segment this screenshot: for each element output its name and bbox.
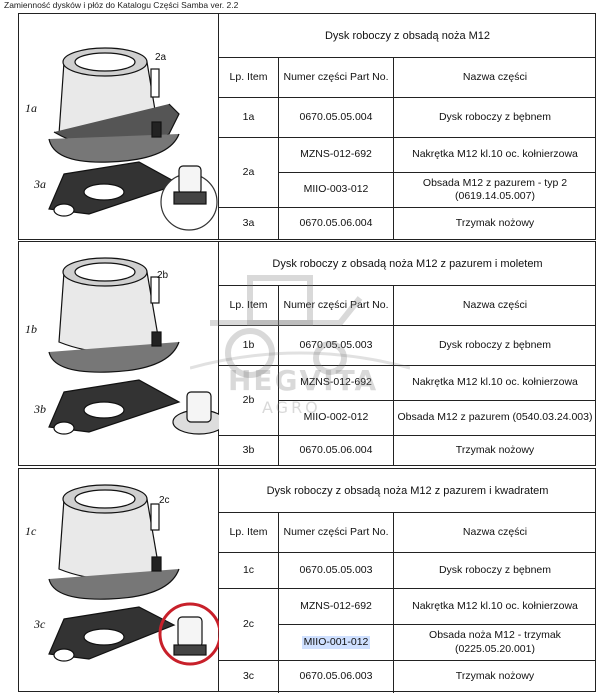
part-no-cell: MIIO-002-012 bbox=[279, 401, 394, 435]
table-title: Dysk roboczy z obsadą noża M12 z pazurem… bbox=[219, 469, 596, 513]
part-no-cell: 0670.05.05.004 bbox=[279, 98, 394, 137]
item-cell: 3c bbox=[219, 661, 279, 693]
part-no-cell-highlighted: MIIO-001-012 bbox=[279, 625, 394, 660]
part-name-cell: Obsada noża M12 - trzymak (0225.05.20.00… bbox=[429, 629, 561, 655]
item-cell: 3a bbox=[219, 208, 279, 240]
col-header-name: Nazwa części bbox=[462, 298, 528, 311]
section-c: 1c 2c 3c Dysk roboczy z obsadą noża M12 … bbox=[18, 468, 596, 693]
label-disc-a: 1a bbox=[25, 101, 37, 115]
part-no-cell: 0670.05.06.004 bbox=[279, 436, 394, 466]
col-header-part-no: Numer części Part No. bbox=[279, 286, 394, 325]
col-header-name: Nazwa części bbox=[462, 525, 528, 538]
illustration-b: 1b 2b 3b bbox=[19, 242, 219, 465]
table-row: 3b 0670.05.06.004 Trzymak nożowy bbox=[219, 436, 596, 466]
part-name-cell: Obsada M12 z pazurem (0540.03.24.003) bbox=[397, 411, 593, 424]
col-header-item: Lp. Item bbox=[219, 286, 279, 325]
item-cell: 1c bbox=[219, 553, 279, 588]
item-cell: 2c bbox=[219, 589, 279, 660]
part-name-cell: Obsada M12 z pazurem - typ 2 (0619.14.05… bbox=[422, 176, 568, 202]
part-name-cell: Nakrętka M12 kl.10 oc. kołnierzowa bbox=[412, 148, 578, 161]
watermark-text-2: AGRO bbox=[262, 398, 321, 417]
table-header-row: Lp. Item Numer części Part No. Nazwa czę… bbox=[219, 58, 596, 98]
label-holder-c: 2c bbox=[159, 495, 170, 506]
table-row: 3c 0670.05.06.003 Trzymak nożowy bbox=[219, 661, 596, 693]
part-no-cell: MZNS-012-692 bbox=[279, 589, 394, 624]
col-header-item: Lp. Item bbox=[219, 58, 279, 97]
label-disc-b: 1b bbox=[25, 322, 37, 336]
table-row: 1b 0670.05.05.003 Dysk roboczy z bębnem bbox=[219, 326, 596, 366]
part-no-cell: MIIO-003-012 bbox=[279, 173, 394, 207]
label-holder-b: 2b bbox=[157, 270, 169, 281]
document-header: Zamienność dysków i płóz do Katalogu Czę… bbox=[4, 0, 239, 10]
section-a: 1a 2a 3a Dysk roboczy z obsadą noża M12 … bbox=[18, 13, 596, 240]
part-name-cell: Dysk roboczy z bębnem bbox=[438, 338, 552, 351]
table-row-group: 2a MZNS-012-692 Nakrętka M12 kl.10 oc. k… bbox=[219, 138, 596, 208]
item-cell: 2b bbox=[219, 366, 279, 435]
table-header-row: Lp. Item Numer części Part No. Nazwa czę… bbox=[219, 513, 596, 553]
part-name-cell: Dysk roboczy z bębnem bbox=[438, 110, 552, 123]
col-header-name: Nazwa części bbox=[462, 70, 528, 83]
table-row: 3a 0670.05.06.004 Trzymak nożowy bbox=[219, 208, 596, 240]
label-knife-a: 3a bbox=[34, 177, 46, 191]
watermark-text-1: HEGVITA bbox=[228, 364, 379, 397]
illustration-c: 1c 2c 3c bbox=[19, 469, 219, 691]
parts-table-c: Dysk roboczy z obsadą noża M12 z pazurem… bbox=[219, 469, 596, 693]
label-holder-a: 2a bbox=[155, 52, 167, 63]
illustration-a: 1a 2a 3a bbox=[19, 14, 219, 239]
label-disc-c: 1c bbox=[25, 524, 37, 538]
highlighted-part-no: MIIO-001-012 bbox=[301, 635, 371, 650]
part-name-cell: Nakrętka M12 kl.10 oc. kołnierzowa bbox=[412, 376, 578, 389]
part-no-cell: 0670.05.05.003 bbox=[279, 553, 394, 588]
item-cell: 1b bbox=[219, 326, 279, 365]
label-knife-b: 3b bbox=[34, 402, 46, 416]
table-row-group: 2c MZNS-012-692 Nakrętka M12 kl.10 oc. k… bbox=[219, 589, 596, 661]
part-name-cell: Trzymak nożowy bbox=[455, 670, 535, 683]
part-no-cell: 0670.05.06.004 bbox=[279, 208, 394, 240]
item-cell: 3b bbox=[219, 436, 279, 466]
parts-table-a: Dysk roboczy z obsadą noża M12 Lp. Item … bbox=[219, 14, 596, 240]
item-cell: 2a bbox=[219, 138, 279, 207]
section-b: 1b 2b 3b Dysk roboczy z obsadą noża M12 … bbox=[18, 241, 596, 466]
table-row: 1a 0670.05.05.004 Dysk roboczy z bębnem bbox=[219, 98, 596, 138]
part-name-cell: Nakrętka M12 kl.10 oc. kołnierzowa bbox=[412, 599, 578, 612]
col-header-item: Lp. Item bbox=[219, 513, 279, 552]
part-no-cell: 0670.05.05.003 bbox=[279, 326, 394, 365]
disc-drawing-c bbox=[48, 484, 219, 666]
col-header-part-no: Numer części Part No. bbox=[279, 513, 394, 552]
table-row: 1c 0670.05.05.003 Dysk roboczy z bębnem bbox=[219, 553, 596, 589]
table-title: Dysk roboczy z obsadą noża M12 bbox=[219, 14, 596, 58]
part-name-cell: Dysk roboczy z bębnem bbox=[438, 563, 552, 576]
part-name-cell: Trzymak nożowy bbox=[455, 444, 535, 457]
label-knife-c: 3c bbox=[34, 617, 46, 631]
parts-table-b: Dysk roboczy z obsadą noża M12 z pazurem… bbox=[219, 242, 596, 466]
table-row-group: 2b MZNS-012-692 Nakrętka M12 kl.10 oc. k… bbox=[219, 366, 596, 436]
part-no-cell: 0670.05.06.003 bbox=[279, 661, 394, 693]
col-header-part-no: Numer części Part No. bbox=[279, 58, 394, 97]
item-cell: 1a bbox=[219, 98, 279, 137]
table-header-row: Lp. Item Numer części Part No. Nazwa czę… bbox=[219, 286, 596, 326]
table-title: Dysk roboczy z obsadą noża M12 z pazurem… bbox=[219, 242, 596, 286]
highlight-circle bbox=[158, 602, 219, 666]
part-name-cell: Trzymak nożowy bbox=[455, 217, 535, 230]
disc-drawing-a bbox=[48, 47, 218, 231]
part-no-cell: MZNS-012-692 bbox=[279, 366, 394, 400]
part-no-cell: MZNS-012-692 bbox=[279, 138, 394, 172]
disc-drawing-b bbox=[48, 257, 219, 435]
